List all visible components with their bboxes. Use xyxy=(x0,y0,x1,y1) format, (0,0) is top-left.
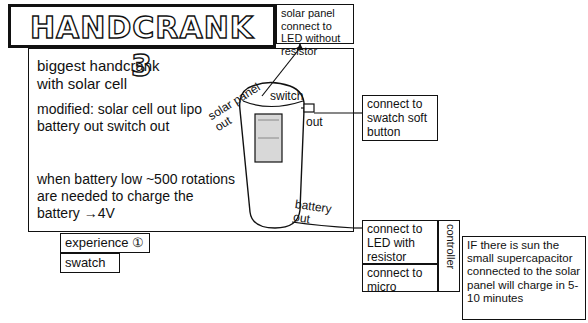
solar-cell xyxy=(255,114,282,162)
controller-box: controller xyxy=(438,220,460,292)
solar-cell-hatch xyxy=(258,138,279,139)
node-text: modified: solar cell out lipo battery ou… xyxy=(37,101,212,135)
note-box: solar panel connect to LED without resis… xyxy=(276,4,354,44)
connection-box: connect to swatch soft button xyxy=(362,95,438,141)
node-text: experience ① xyxy=(65,236,145,251)
part-label: out xyxy=(306,116,336,129)
node-text: IF there is sun the small supercapacitor… xyxy=(467,239,581,305)
switch-wire xyxy=(301,107,304,108)
title-box: HANDCRANK 3 xyxy=(8,4,276,48)
node-text: swatch xyxy=(65,256,115,271)
switch-symbol xyxy=(304,104,314,112)
connector-line xyxy=(299,44,300,48)
connection-box: connect to micro xyxy=(362,264,438,292)
node-text: biggest handcrank with solar cell xyxy=(37,57,167,93)
node-text: connect to swatch soft button xyxy=(367,98,433,139)
connector-line xyxy=(354,227,362,228)
node-text: solar panel connect to LED without resis… xyxy=(281,7,349,58)
connection-box: connect to LED with resistor xyxy=(362,220,438,264)
part-label: battery out xyxy=(292,198,341,231)
node-text: when battery low ~500 rotations are need… xyxy=(37,171,237,221)
node-text: controller xyxy=(445,224,457,288)
leader-line xyxy=(314,112,354,113)
part-label: switch xyxy=(270,90,320,103)
note-box: IF there is sun the small supercapacitor… xyxy=(462,236,586,320)
node-text: connect to micro xyxy=(367,267,433,295)
solar-cell-hatch xyxy=(258,120,279,121)
tag-box: experience ① xyxy=(60,233,150,253)
tag-box: swatch xyxy=(60,253,120,273)
connector-line xyxy=(354,112,362,113)
node-text: connect to LED with resistor xyxy=(367,223,433,264)
